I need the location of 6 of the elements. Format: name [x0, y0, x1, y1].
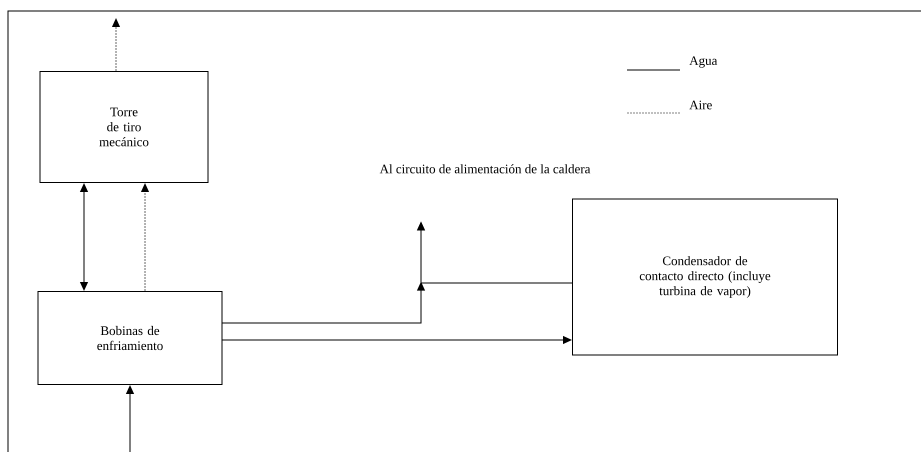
legend-label: Aire [689, 100, 712, 110]
legend-label: Agua [689, 56, 718, 68]
process-box: Torre de tiro mecánico [40, 71, 208, 183]
process-box: Condensador de contacto directo (incluye turbina de vapor) [572, 198, 838, 356]
process-box: Bobinas de enfriamiento [38, 291, 222, 385]
destination-label: Al circuito de alimentación de la caldera [380, 164, 590, 174]
